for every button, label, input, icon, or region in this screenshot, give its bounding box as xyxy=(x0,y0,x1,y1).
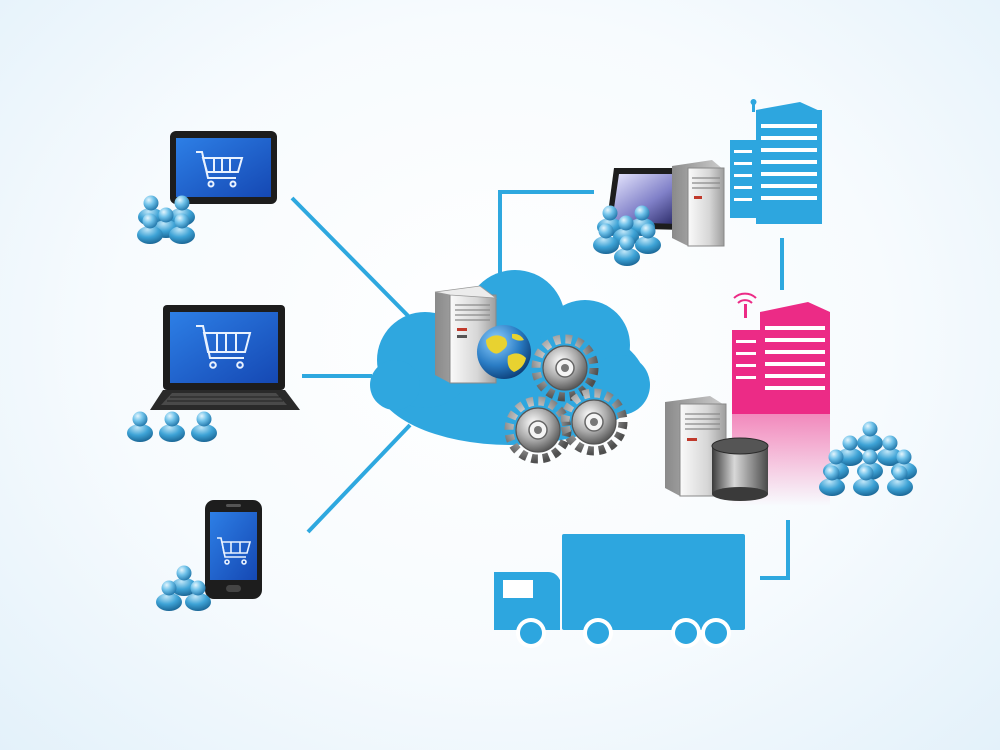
phone-user-group-icon xyxy=(156,565,211,611)
tablet-node xyxy=(137,131,277,244)
office-pink-node xyxy=(665,292,917,506)
workstation-server-icon xyxy=(672,160,725,247)
database-cylinder-icon xyxy=(711,437,769,501)
connector-phone-cloud xyxy=(306,423,412,534)
blue-building-icon xyxy=(730,99,822,224)
connector-cloud-office-blue xyxy=(498,190,594,292)
tablet-cart-icon xyxy=(196,151,244,188)
connector-lines xyxy=(290,190,790,580)
laptop-cart-icon xyxy=(196,325,252,369)
phone-node xyxy=(156,500,262,611)
laptop-device xyxy=(150,305,300,410)
office-blue-node xyxy=(593,99,822,266)
tablet-device xyxy=(170,131,277,204)
office-pink-user-group-icon xyxy=(819,421,917,496)
globe-icon xyxy=(477,325,531,379)
laptop-node xyxy=(127,305,300,442)
tablet-user-group-icon xyxy=(137,195,195,244)
truck-wheels xyxy=(516,618,731,648)
smartphone-device xyxy=(205,500,262,599)
monitor-icon xyxy=(606,168,690,230)
laptop-user-group-icon xyxy=(127,411,217,442)
connector-tablet-cloud xyxy=(290,196,424,332)
cloud-hub xyxy=(370,270,650,459)
smartphone-cart-icon xyxy=(217,537,252,565)
delivery-truck-icon xyxy=(494,534,745,648)
connector-office-pink-truck xyxy=(760,520,790,580)
